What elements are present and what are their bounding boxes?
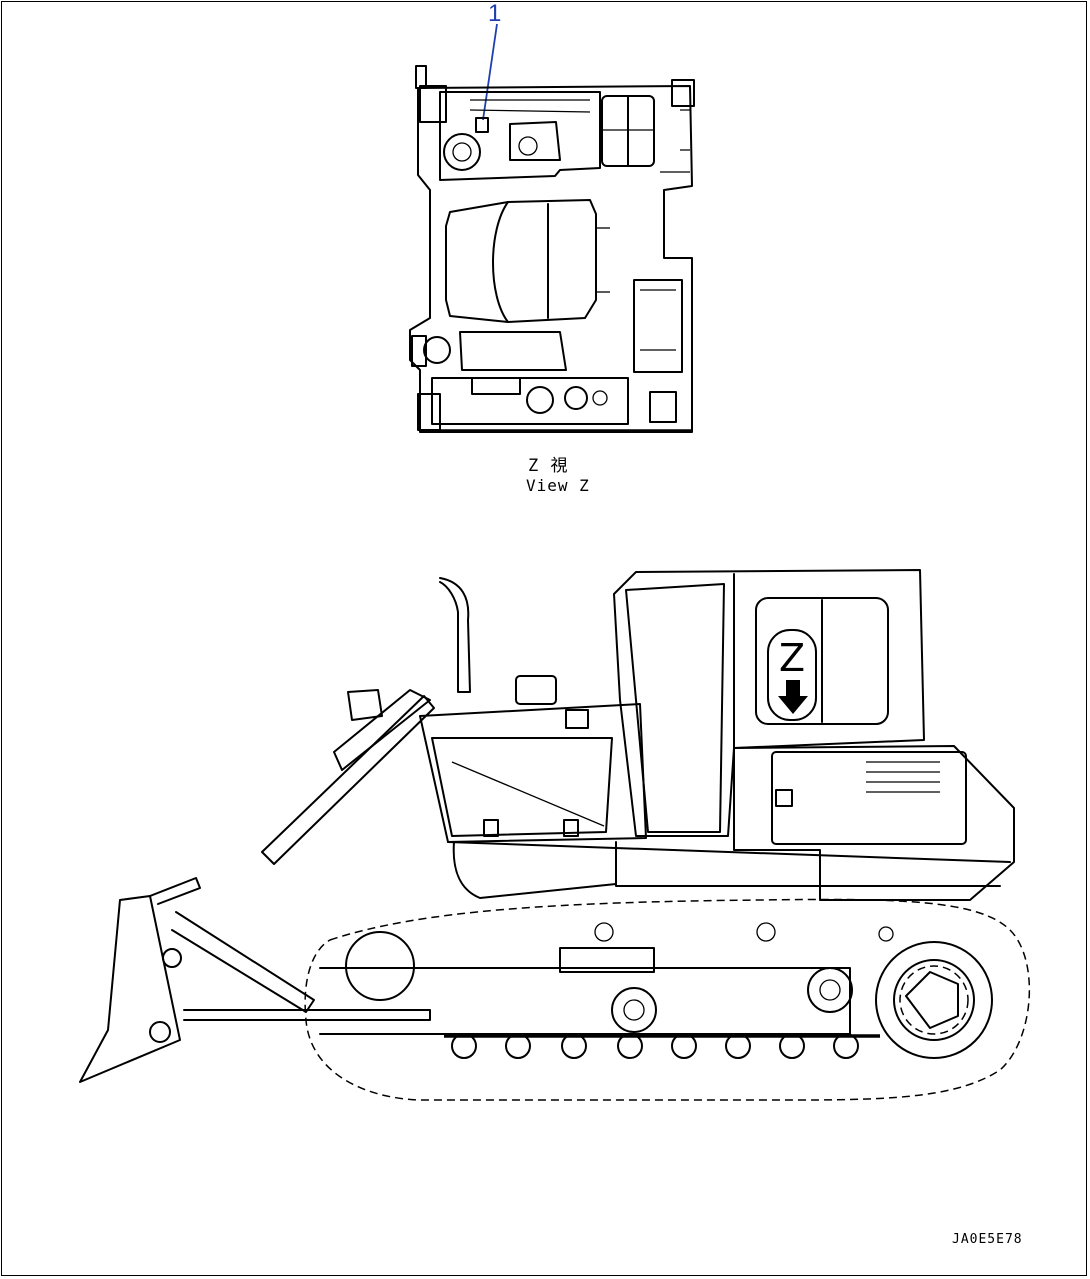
z-marker-letter: Z: [779, 636, 806, 680]
callout-leader: [482, 23, 498, 121]
z-marker-oval: [767, 629, 817, 721]
view-label-english: View Z: [526, 476, 590, 495]
bulldozer-side-view: [79, 569, 1031, 1101]
down-arrow-icon: [778, 680, 808, 714]
part-1-marker: [475, 117, 489, 133]
callout-number-1: 1: [488, 0, 502, 27]
view-label-japanese: Z 視: [528, 456, 569, 476]
view-z-top-view: [409, 23, 695, 433]
drawing-code: JA0E5E78: [952, 1232, 1023, 1247]
